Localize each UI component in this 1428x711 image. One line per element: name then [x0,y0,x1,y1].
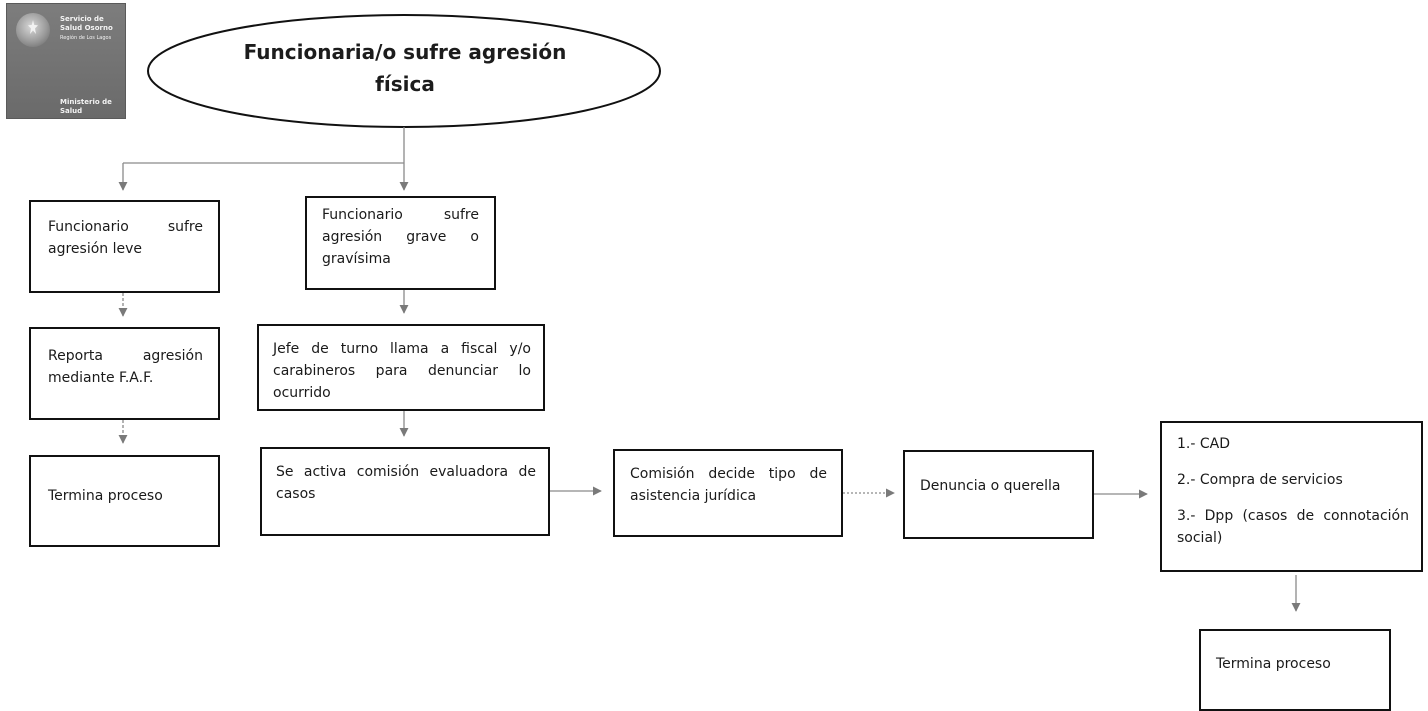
logo-text-line4: Ministerio de [60,98,112,106]
box-termina-proceso-1: Termina proceso [29,455,220,547]
box-comision-decide: Comisión decide tipo de asistencia juríd… [613,449,843,537]
termina1-label: Termina proceso [48,488,163,504]
jefe-line3: ocurrido [273,385,331,401]
box-termina-proceso-2: Termina proceso [1199,629,1391,711]
decide-line2: asistencia jurídica [630,488,757,504]
box-agresion-leve: Funcionario sufre agresión leve [29,200,220,293]
box-jefe-de-turno: Jefe de turno llama a fiscal y/o carabin… [257,324,545,411]
option-compra-servicios: 2.- Compra de servicios [1177,472,1343,488]
reporta-line2: mediante F.A.F. [48,370,154,386]
termina2-label: Termina proceso [1216,656,1331,672]
logo-text-line5: Salud [60,107,83,115]
jefe-line1: Jefe de turno llama a fiscal y/o [273,341,531,357]
box-reporta-agresion: Reporta agresión mediante F.A.F. [29,327,220,420]
grave-line3: gravísima [322,251,391,267]
comision-eval-line1: Se activa comisión evaluadora de [276,464,536,480]
box-agresion-grave: Funcionario sufre agresión grave o graví… [305,196,496,290]
logo-text-line1: Servicio de [60,15,104,23]
option-dpp-line2: social) [1177,530,1223,546]
logo-text-line3: Región de Los Lagos [60,35,112,41]
option-dpp-line1: 3.- Dpp (casos de connotación [1177,508,1409,524]
grave-line2: agresión grave o [322,229,479,245]
decide-line1: Comisión decide tipo de [630,466,827,482]
start-label-line2: física [375,72,435,96]
start-label-line1: Funcionaria/o sufre agresión [243,40,567,64]
box-denuncia-querella: Denuncia o querella [903,450,1094,539]
logo-text-line2: Salud Osorno [60,24,113,32]
option-cad: 1.- CAD [1177,436,1230,452]
leve-line1: Funcionario sufre [48,219,203,235]
health-service-logo: Servicio de Salud Osorno Región de Los L… [6,3,126,119]
start-node-label: Funcionaria/o sufre agresión física [210,36,600,100]
coat-of-arms-icon [16,13,50,47]
box-opciones-asistencia: 1.- CAD 2.- Compra de servicios 3.- Dpp … [1160,421,1423,572]
reporta-line1: Reporta agresión [48,348,203,364]
grave-line1: Funcionario sufre [322,207,479,223]
box-comision-evaluadora: Se activa comisión evaluadora de casos [260,447,550,536]
leve-line2: agresión leve [48,241,143,257]
denuncia-label: Denuncia o querella [920,478,1061,494]
comision-eval-line2: casos [276,486,316,502]
jefe-line2: carabineros para denunciar lo [273,363,531,379]
